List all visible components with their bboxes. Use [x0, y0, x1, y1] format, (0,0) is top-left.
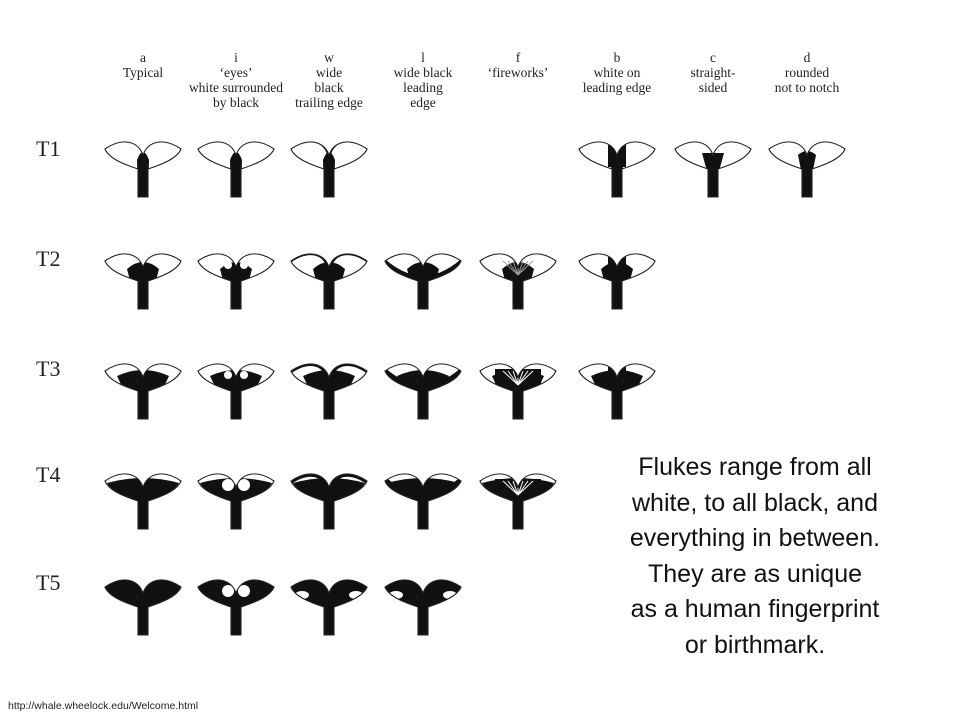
column-description: white on	[593, 65, 641, 80]
fluke-t2-f	[479, 253, 557, 310]
column-letter: d	[803, 50, 811, 65]
row-label-t2: T2	[36, 246, 61, 271]
column-letter: b	[613, 50, 621, 65]
fluke-t4-a	[104, 473, 182, 530]
fluke-t3-b	[578, 363, 656, 420]
fluke-t5-i	[197, 579, 275, 636]
fluke-t5-a	[104, 579, 182, 636]
column-letter: l	[421, 50, 425, 65]
row-label-t3: T3	[36, 356, 61, 381]
fluke-t2-i	[197, 253, 275, 310]
column-description: ‘fireworks’	[487, 65, 549, 80]
fluke-t4-i	[197, 473, 275, 530]
fluke-t3-i	[197, 363, 275, 420]
row-label-t4: T4	[36, 462, 61, 487]
fluke-t4-l	[384, 473, 462, 530]
fluke-t1-w	[290, 141, 368, 198]
caption-line: white, to all black, and	[632, 488, 878, 517]
column-description: wide black	[393, 65, 453, 80]
source-url: http://whale.wheelock.edu/Welcome.html	[8, 700, 199, 712]
column-letter: a	[140, 50, 146, 65]
column-description: edge	[410, 95, 436, 110]
fluke-t2-b	[578, 253, 656, 310]
caption-line: as a human fingerprint	[630, 595, 880, 623]
fluke-t1-c	[674, 141, 752, 198]
fluke-t1-d	[768, 141, 846, 198]
column-description: by black	[212, 95, 260, 110]
column-description: ‘eyes’	[219, 65, 253, 80]
fluke-t1-b	[578, 141, 656, 198]
fluke-t5-w	[290, 579, 368, 636]
caption-line: or birthmark.	[684, 630, 826, 659]
column-description: leading	[403, 80, 443, 95]
fluke-t2-l	[384, 253, 462, 310]
column-letter: w	[324, 50, 334, 65]
column-letter: c	[710, 50, 716, 65]
column-description: wide	[315, 65, 343, 80]
column-description: rounded	[784, 65, 830, 80]
column-description: not to notch	[774, 80, 840, 95]
row-label-t1: T1	[36, 136, 61, 161]
column-description: sided	[698, 80, 728, 95]
fluke-t3-f	[479, 363, 557, 420]
fluke-t5-l	[384, 579, 462, 636]
row-label-t5: T5	[36, 570, 61, 595]
column-letter: f	[515, 50, 521, 65]
column-description: white surrounded	[188, 80, 284, 95]
column-letter: i	[234, 50, 238, 65]
caption-line: They are as unique	[647, 559, 863, 588]
fluke-t1-i	[197, 141, 275, 198]
fluke-t3-a	[104, 363, 182, 420]
column-description: trailing edge	[295, 95, 363, 110]
fluke-t2-w	[290, 253, 368, 310]
fluke-t4-f	[479, 473, 557, 530]
caption-line: everything in between.	[629, 524, 881, 552]
column-description: straight-	[690, 65, 736, 80]
fluke-t2-a	[104, 253, 182, 310]
column-description: black	[314, 80, 344, 95]
fluke-t3-l	[384, 363, 462, 420]
column-description: Typical	[122, 65, 164, 80]
caption-line: Flukes range from all	[638, 453, 872, 481]
column-description: leading edge	[582, 80, 652, 95]
column-header-f: f‘fireworks’	[456, 50, 580, 80]
fluke-t4-w	[290, 473, 368, 530]
caption: Flukes range from all white, to all blac…	[585, 450, 925, 663]
fluke-t3-w	[290, 363, 368, 420]
fluke-t1-a	[104, 141, 182, 198]
